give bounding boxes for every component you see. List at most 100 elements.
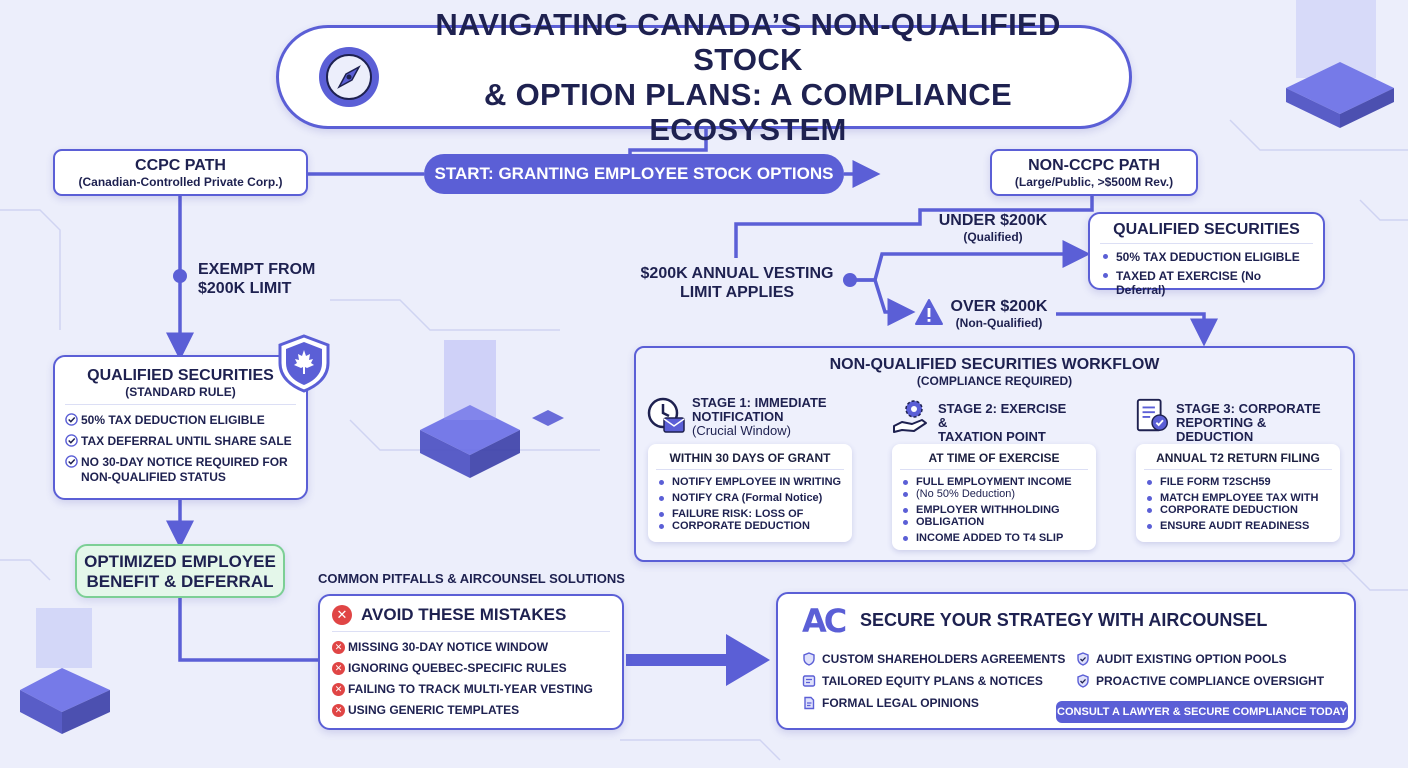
- consult-lawyer-button[interactable]: CONSULT A LAWYER & SECURE COMPLIANCE TOD…: [1056, 701, 1348, 723]
- ccpc-path-title: CCPC PATH: [135, 157, 226, 174]
- check-icon: [65, 434, 78, 447]
- stage-1-card-title: WITHIN 30 DAYS OF GRANT: [656, 451, 844, 470]
- ccpc-qualified-subtitle: (STANDARD RULE): [125, 385, 236, 399]
- title-line-1: NAVIGATING CANADA’S NON-QUALIFIED STOCK: [435, 7, 1061, 77]
- stage-2-card: AT TIME OF EXERCISE FULL EMPLOYMENT INCO…: [892, 444, 1096, 550]
- ccpc-qualified-box: QUALIFIED SECURITIES (STANDARD RULE) 50%…: [53, 355, 308, 500]
- pitfalls-list: ✕MISSING 30-DAY NOTICE WINDOW ✕IGNORING …: [332, 640, 610, 717]
- non-ccpc-subtitle: (Large/Public, >$500M Rev.): [1014, 175, 1174, 189]
- service-item-text: TAILORED EQUITY PLANS & NOTICES: [822, 674, 1043, 688]
- non-ccpc-title: NON-CCPC PATH: [1028, 157, 1160, 174]
- list-item-continuation: NON-QUALIFIED STATUS: [65, 470, 296, 484]
- aircounsel-box: AC SECURE YOUR STRATEGY WITH AIRCOUNSEL …: [776, 592, 1356, 730]
- document-icon: [802, 675, 816, 687]
- service-item-text: PROACTIVE COMPLIANCE OVERSIGHT: [1096, 674, 1325, 688]
- check-icon: [65, 455, 78, 468]
- stage-3-list: FILE FORM T2SCH59 MATCH EMPLOYEE TAX WIT…: [1144, 476, 1332, 532]
- list-item: NO 30-DAY NOTICE REQUIRED FOR: [65, 455, 296, 469]
- ccpc-outcome-line-1: OPTIMIZED EMPLOYEE: [84, 552, 276, 571]
- service-item: AUDIT EXISTING OPTION POOLS: [1076, 651, 1287, 667]
- stage-2-title-line-1: STAGE 2: EXERCISE &: [938, 401, 1067, 430]
- stage-3-card: ANNUAL T2 RETURN FILING FILE FORM T2SCH5…: [1136, 444, 1340, 542]
- service-item: CUSTOM SHAREHOLDERS AGREEMENTS: [802, 651, 1065, 667]
- ccpc-qualified-title: QUALIFIED SECURITIES: [87, 367, 274, 384]
- list-item: INCOME ADDED TO T4 SLIP: [900, 532, 1088, 544]
- stage-2-title: STAGE 2: EXERCISE & TAXATION POINT: [938, 402, 1073, 444]
- non-ccpc-path-box: NON-CCPC PATH (Large/Public, >$500M Rev.…: [990, 149, 1198, 196]
- non-ccpc-qualified-box: QUALIFIED SECURITIES 50% TAX DEDUCTION E…: [1088, 212, 1325, 297]
- shield-check-icon: [1077, 674, 1089, 688]
- ccpc-qualified-list: 50% TAX DEDUCTION ELIGIBLE TAX DEFERRAL …: [65, 413, 296, 484]
- ccpc-exempt-label: EXEMPT FROM $200K LIMIT: [198, 260, 315, 298]
- list-item: EMPLOYER WITHHOLDING: [900, 504, 1088, 516]
- service-item-text: FORMAL LEGAL OPINIONS: [822, 696, 979, 710]
- over-200k-sub: (Non-Qualified): [955, 316, 1043, 330]
- vesting-limit-line-2: LIMIT APPLIES: [679, 284, 795, 301]
- ccpc-exempt-line-2: $200K LIMIT: [198, 280, 292, 297]
- stage-2-list: FULL EMPLOYMENT INCOME (No 50% Deduction…: [900, 476, 1088, 544]
- list-item: NOTIFY CRA (Formal Notice): [656, 492, 844, 504]
- pitfalls-box: ✕ AVOID THESE MISTAKES ✕MISSING 30-DAY N…: [318, 594, 624, 730]
- ccpc-path-subtitle: (Canadian-Controlled Private Corp.): [78, 175, 283, 189]
- clock-mail-icon: [647, 397, 685, 433]
- under-200k-label: UNDER $200K (Qualified): [924, 212, 1062, 244]
- aircounsel-logo: AC: [802, 602, 847, 640]
- list-item: ✕IGNORING QUEBEC-SPECIFIC RULES: [332, 661, 610, 675]
- shield-check-icon: [1077, 652, 1089, 666]
- error-x-icon: ✕: [332, 662, 345, 675]
- stage-3-title-line-1: STAGE 3: CORPORATE: [1176, 401, 1321, 416]
- stage-1-list: NOTIFY EMPLOYEE IN WRITING NOTIFY CRA (F…: [656, 476, 844, 532]
- list-item-text: TAX DEFERRAL UNTIL SHARE SALE: [81, 434, 292, 448]
- start-node: START: GRANTING EMPLOYEE STOCK OPTIONS: [424, 154, 844, 194]
- pitfalls-title: AVOID THESE MISTAKES: [361, 605, 567, 624]
- list-item-text: FAILING TO TRACK MULTI-YEAR VESTING: [348, 682, 593, 696]
- service-item-text: CUSTOM SHAREHOLDERS AGREEMENTS: [822, 652, 1066, 666]
- list-item: ✕USING GENERIC TEMPLATES: [332, 703, 610, 717]
- gear-hand-icon: [893, 400, 927, 433]
- page-title: NAVIGATING CANADA’S NON-QUALIFIED STOCK …: [403, 7, 1093, 147]
- ccpc-exempt-line-1: EXEMPT FROM: [198, 261, 316, 278]
- non-ccpc-qualified-title: QUALIFIED SECURITIES: [1100, 221, 1313, 244]
- stage-3-title-line-2: REPORTING & DEDUCTION: [1176, 415, 1267, 444]
- list-item-continuation: CORPORATE DEDUCTION: [656, 520, 844, 532]
- error-x-icon: ✕: [332, 683, 345, 696]
- list-item-text: MISSING 30-DAY NOTICE WINDOW: [348, 640, 549, 654]
- stage-1-card: WITHIN 30 DAYS OF GRANT NOTIFY EMPLOYEE …: [648, 444, 852, 542]
- over-200k-label: OVER $200K (Non-Qualified): [946, 298, 1052, 330]
- list-item-text: IGNORING QUEBEC-SPECIFIC RULES: [348, 661, 567, 675]
- service-item: PROACTIVE COMPLIANCE OVERSIGHT: [1076, 673, 1324, 689]
- ccpc-path-box: CCPC PATH (Canadian-Controlled Private C…: [53, 149, 308, 196]
- stage-3-card-title: ANNUAL T2 RETURN FILING: [1144, 451, 1332, 470]
- over-200k-title: OVER $200K: [950, 298, 1048, 315]
- ccpc-outcome-line-2: BENEFIT & DEFERRAL: [86, 572, 274, 591]
- list-item: FILE FORM T2SCH59: [1144, 476, 1332, 488]
- document-seal-icon: [1136, 398, 1168, 432]
- stage-3-title: STAGE 3: CORPORATE REPORTING & DEDUCTION: [1176, 402, 1346, 444]
- non-ccpc-qualified-list: 50% TAX DEDUCTION ELIGIBLE TAXED AT EXER…: [1100, 250, 1313, 297]
- stage-1-title-line-1: STAGE 1: IMMEDIATE: [692, 395, 827, 410]
- workflow-title: NON-QUALIFIED SECURITIES WORKFLOW: [829, 356, 1160, 373]
- ccpc-outcome-box: OPTIMIZED EMPLOYEE BENEFIT & DEFERRAL: [75, 544, 285, 598]
- shield-icon: [803, 652, 815, 666]
- title-line-2: & OPTION PLANS: A COMPLIANCE ECOSYSTEM: [484, 77, 1012, 147]
- list-item: FAILURE RISK: LOSS OF: [656, 508, 844, 520]
- list-item: ✕MISSING 30-DAY NOTICE WINDOW: [332, 640, 610, 654]
- vesting-limit-label: $200K ANNUAL VESTING LIMIT APPLIES: [628, 264, 846, 302]
- error-x-icon: ✕: [332, 605, 352, 625]
- stage-1-title-line-3: (Crucial Window): [692, 423, 791, 438]
- aircounsel-title: SECURE YOUR STRATEGY WITH AIRCOUNSEL: [860, 610, 1268, 630]
- stage-2-title-line-2: TAXATION POINT: [938, 429, 1046, 444]
- list-item-text: NON-QUALIFIED STATUS: [81, 470, 226, 484]
- error-x-icon: ✕: [332, 641, 345, 654]
- maple-leaf-shield-icon: [278, 334, 330, 393]
- warning-icon: [915, 299, 943, 325]
- stage-1-title: STAGE 1: IMMEDIATE NOTIFICATION (Crucial…: [692, 396, 827, 438]
- vesting-limit-line-1: $200K ANNUAL VESTING: [640, 265, 834, 282]
- under-200k-sub: (Qualified): [963, 230, 1023, 244]
- under-200k-title: UNDER $200K: [938, 212, 1048, 229]
- document-icon: [804, 696, 815, 710]
- decor-server-bottom-left: [20, 608, 110, 734]
- list-item: TAXED AT EXERCISE (No Deferral): [1100, 269, 1313, 297]
- error-x-icon: ✕: [332, 704, 345, 717]
